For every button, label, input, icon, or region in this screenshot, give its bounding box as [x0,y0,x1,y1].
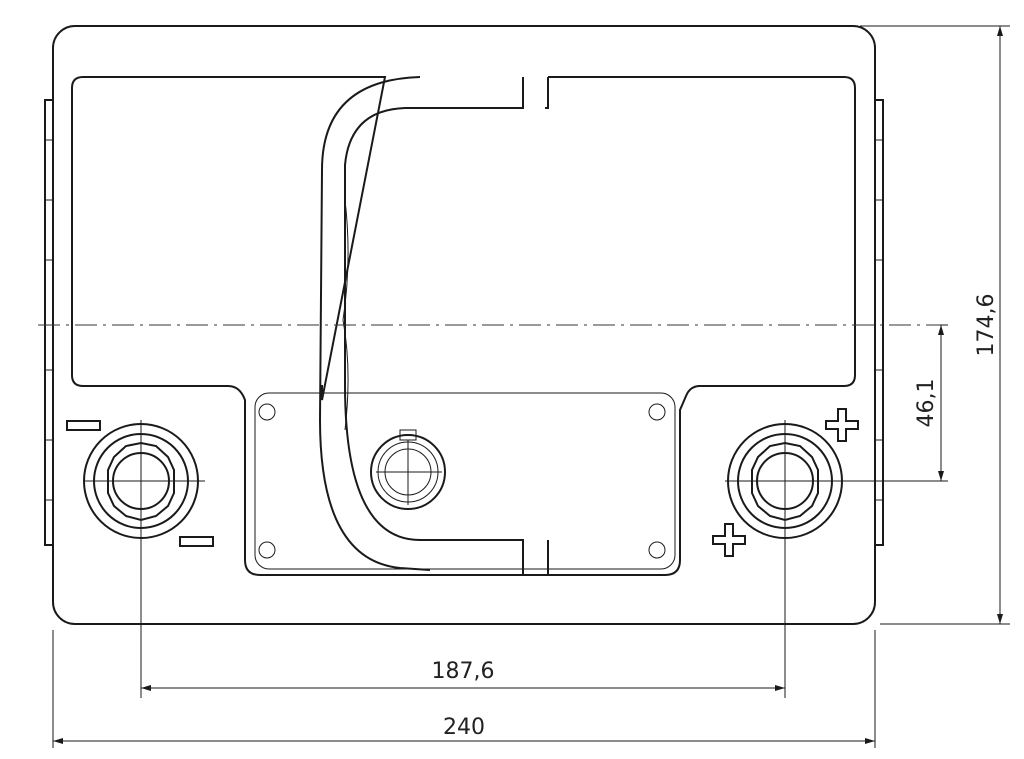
plate-screws [258,403,666,559]
positive-mark-bottom [712,523,746,557]
negative-mark-bottom [179,536,214,547]
negative-mark-top [66,420,101,431]
positive-mark-top [825,408,859,442]
dim-overall-width: 240 [52,630,876,748]
dim-terminal-offset: 46,1 [914,324,948,481]
lid-panel-outline [71,76,856,576]
dim-terminal-offset-label: 46,1 [914,379,939,428]
dim-terminal-spacing-label: 187,6 [432,659,495,684]
dim-terminal-spacing: 187,6 [141,659,785,691]
centre-lines [38,324,948,698]
polarity-marks [66,408,859,557]
center-plate [254,392,676,570]
dim-overall-height: 174,6 [860,25,1010,625]
side-ribs [44,99,884,546]
dim-overall-height-label: 174,6 [974,294,999,357]
dim-overall-width-label: 240 [443,715,485,740]
carry-handle [318,76,549,575]
